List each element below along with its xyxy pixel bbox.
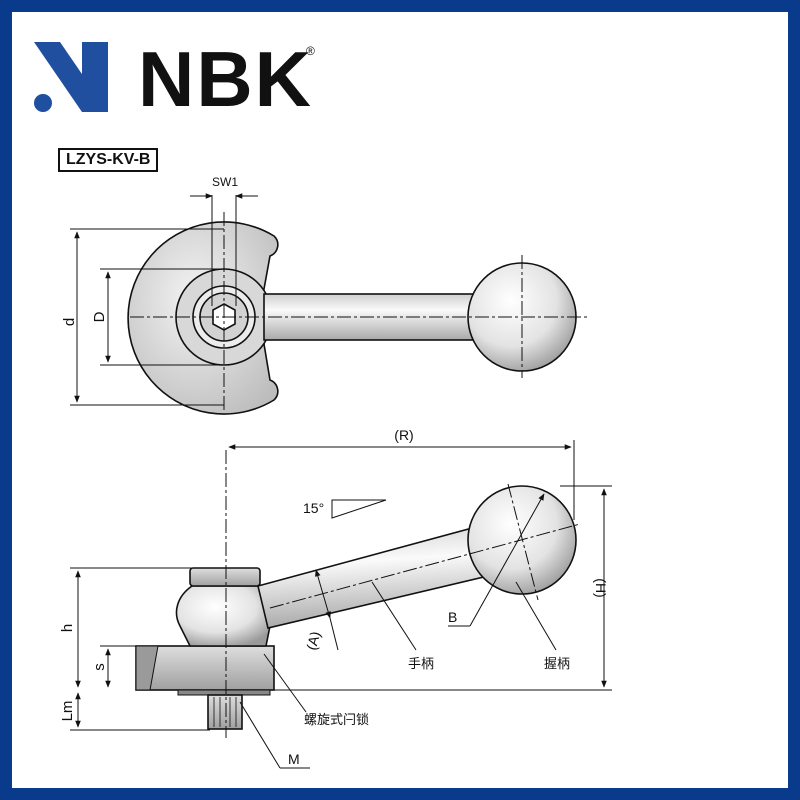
dimension-labels: SW1 d D (R) (H) (A) h s Lm 15° B M 手柄 握柄… xyxy=(59,175,609,767)
dim-d-label: d xyxy=(61,318,78,326)
brand-name: NBK xyxy=(138,35,313,123)
dim-R-label: (R) xyxy=(394,427,413,443)
nbk-logo-mark xyxy=(34,42,108,112)
dim-H-label: (H) xyxy=(593,578,609,597)
side-view-dimensions xyxy=(70,440,612,769)
angle-label: 15° xyxy=(303,500,324,516)
callout-latch: 螺旋式闩锁 xyxy=(304,712,369,728)
dim-h-label: h xyxy=(59,624,76,632)
dim-M-label: M xyxy=(288,751,300,767)
dim-Lm-label: Lm xyxy=(59,701,76,722)
registered-mark: ® xyxy=(306,44,315,58)
callout-grip: 握柄 xyxy=(544,657,570,672)
dim-D-label: D xyxy=(91,311,108,322)
top-view-dimensions xyxy=(70,193,258,406)
model-label: LZYS-KV-B xyxy=(58,148,159,172)
callout-handle: 手柄 xyxy=(408,657,434,672)
dim-s-label: s xyxy=(91,663,108,671)
top-view xyxy=(127,212,590,415)
dim-sw1-label: SW1 xyxy=(212,175,238,189)
dim-B-label: B xyxy=(448,609,457,625)
dim-A-label: (A) xyxy=(303,630,323,652)
side-view xyxy=(135,450,581,738)
